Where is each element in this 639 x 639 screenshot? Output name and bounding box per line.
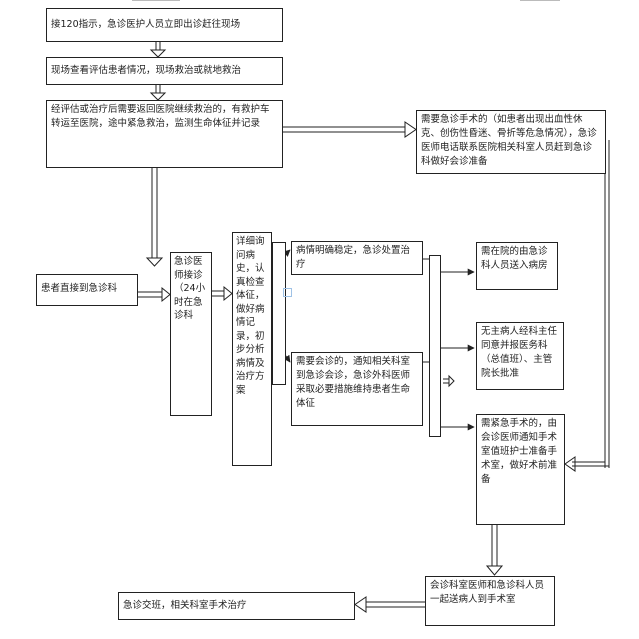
selection-artifact bbox=[283, 288, 292, 297]
box-consultation: 需要会诊的，通知相关科室到急诊会诊，急诊外科医师采取必要措施维持患者生命体征 bbox=[291, 352, 423, 426]
hollow-arrow-step1-step2 bbox=[149, 42, 167, 58]
box-step1-dispatch: 接120指示，急诊医护人员立即出诊赶往现场 bbox=[46, 8, 283, 42]
box-urgent-surgery: 需紧急手术的，由会诊医师通知手术室值班护士准备手术室，做好术前准备 bbox=[476, 414, 565, 525]
hollow-arrow-step3-triage bbox=[145, 168, 164, 267]
hollow-arrow-walkin-triage bbox=[138, 286, 171, 303]
box-step3-transport: 经评估或治疗后需要返回医院继续救治的，有救护车转运至医院，途中紧急救治，监测生命… bbox=[46, 100, 283, 168]
right-feedback-line bbox=[564, 140, 610, 472]
box-admit-ward: 需在院的由急诊科人员送入病房 bbox=[476, 242, 558, 290]
hollow-arrow-escort-handover bbox=[354, 596, 425, 613]
box-assessment: 详细询问病史，认真检查体征，做好病情记录，初步分析病情及治疗方案 bbox=[232, 232, 272, 466]
branch-bar-1 bbox=[272, 242, 286, 385]
hollow-arrow-triage-assess bbox=[212, 285, 233, 302]
box-step2-onsite: 现场查看评估患者情况，现场救治或就地救治 bbox=[46, 57, 283, 85]
box-no-attending-patient: 无主病人经科主任同意并报医务科（总值班）、主管院长批准 bbox=[476, 322, 564, 390]
hollow-arrow-step3-surgery bbox=[283, 121, 417, 138]
box-escort-to-or: 会诊科室医师和急诊科人员一起送病人到手术室 bbox=[425, 576, 555, 626]
decor-line-top-right bbox=[520, 0, 560, 1]
hollow-arrow-small-center bbox=[443, 374, 455, 388]
hollow-arrow-step2-step3 bbox=[149, 85, 167, 101]
decor-line-top-left bbox=[132, 0, 180, 1]
box-surgery-need: 需要急诊手术的（如患者出现出血性休克、创伤性昏迷、骨折等危急情况），急诊医师电话… bbox=[416, 110, 606, 174]
branch-bar-2 bbox=[429, 255, 441, 437]
box-stable-treatment: 病情明确稳定，急诊处置治疗 bbox=[291, 241, 423, 275]
box-handover: 急诊交班，相关科室手术治疗 bbox=[118, 592, 355, 620]
box-walk-in: 患者直接到急诊科 bbox=[36, 274, 138, 306]
box-triage-doctor: 急诊医师接诊（24小时在急诊科 bbox=[170, 252, 212, 416]
hollow-arrow-urgent-escort bbox=[485, 525, 504, 576]
